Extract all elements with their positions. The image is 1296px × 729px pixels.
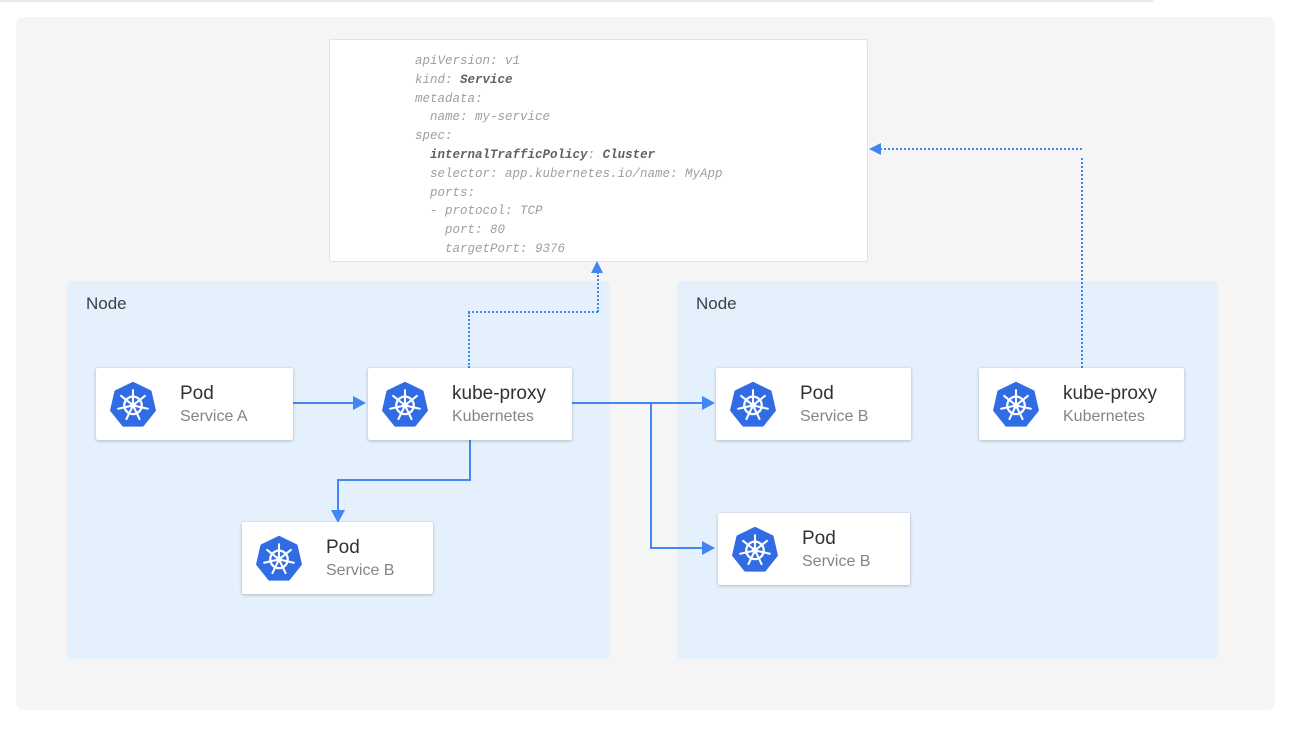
- kubernetes-icon: [110, 381, 156, 427]
- card-pod-service-b-right-bottom: Pod Service B: [718, 513, 910, 585]
- dotted-right-horizontal: [880, 148, 1082, 150]
- yaml-line: ports:: [415, 185, 476, 200]
- connector-kubeproxy-down: [469, 440, 471, 480]
- node-box-left: Node: [67, 281, 610, 659]
- yaml-line: apiVersion: v1: [415, 54, 521, 68]
- node-label: Node: [86, 294, 127, 313]
- service-yaml-card: apiVersion: v1 kind: Service metadata: n…: [329, 39, 868, 262]
- kubernetes-icon: [256, 535, 302, 581]
- kubernetes-icon: [730, 381, 776, 427]
- arrowhead-into-podb-left: [331, 510, 345, 523]
- card-kube-proxy-right: kube-proxy Kubernetes: [979, 368, 1184, 440]
- card-subtitle: Service A: [180, 407, 248, 425]
- arrowhead-into-kubeproxy: [353, 396, 366, 410]
- arrowhead-into-yaml-bottom: [591, 261, 603, 273]
- dotted-up-to-yaml: [597, 272, 599, 312]
- card-pod-service-b-right-top: Pod Service B: [716, 368, 911, 440]
- dotted-left-horizontal: [468, 311, 598, 313]
- card-title: Pod: [180, 382, 214, 404]
- yaml-line: kind: Service: [415, 72, 513, 87]
- card-title: kube-proxy: [452, 382, 546, 404]
- card-pod-service-a: Pod Service A: [96, 368, 293, 440]
- yaml-line: selector: app.kubernetes.io/name: MyApp: [415, 166, 723, 181]
- card-subtitle: Service B: [800, 407, 869, 425]
- card-pod-service-b-left: Pod Service B: [242, 522, 433, 594]
- card-subtitle: Kubernetes: [452, 407, 534, 425]
- yaml-line: port: 80: [415, 223, 506, 238]
- yaml-line: spec:: [415, 129, 453, 144]
- connector-branch-down: [650, 402, 652, 548]
- top-divider: [0, 0, 1153, 2]
- arrowhead-into-podb-right-top: [702, 396, 715, 410]
- node-label: Node: [696, 294, 737, 313]
- card-title: Pod: [326, 536, 360, 558]
- arrowhead-into-podb-right-bottom: [702, 541, 715, 555]
- connector-branch-right: [650, 547, 704, 549]
- yaml-line: targetPort: 9376: [415, 241, 566, 256]
- connector-kubeproxy-left: [337, 479, 471, 481]
- connector-kubeproxy-to-right-node: [572, 402, 704, 404]
- dotted-kubeproxy-right-up: [1081, 158, 1083, 368]
- card-title: Pod: [800, 382, 834, 404]
- connector-down-to-podb-left: [337, 479, 339, 512]
- kubernetes-icon: [382, 381, 428, 427]
- yaml-line: name: my-service: [415, 110, 551, 125]
- connector-poda-to-kubeproxy: [293, 402, 353, 404]
- card-subtitle: Service B: [802, 552, 871, 570]
- card-subtitle: Kubernetes: [1063, 407, 1145, 425]
- node-box-right: Node: [677, 281, 1218, 659]
- arrowhead-into-yaml-right: [869, 143, 881, 155]
- yaml-line: internalTrafficPolicy: Cluster: [430, 147, 656, 162]
- kubernetes-icon: [732, 526, 778, 572]
- card-subtitle: Service B: [326, 561, 395, 579]
- card-title: Pod: [802, 527, 836, 549]
- card-title: kube-proxy: [1063, 382, 1157, 404]
- kubernetes-icon: [993, 381, 1039, 427]
- yaml-line: metadata:: [415, 91, 483, 106]
- card-kube-proxy-left: kube-proxy Kubernetes: [368, 368, 572, 440]
- yaml-line: - protocol: TCP: [415, 204, 543, 219]
- dotted-kubeproxy-left-up: [468, 312, 470, 368]
